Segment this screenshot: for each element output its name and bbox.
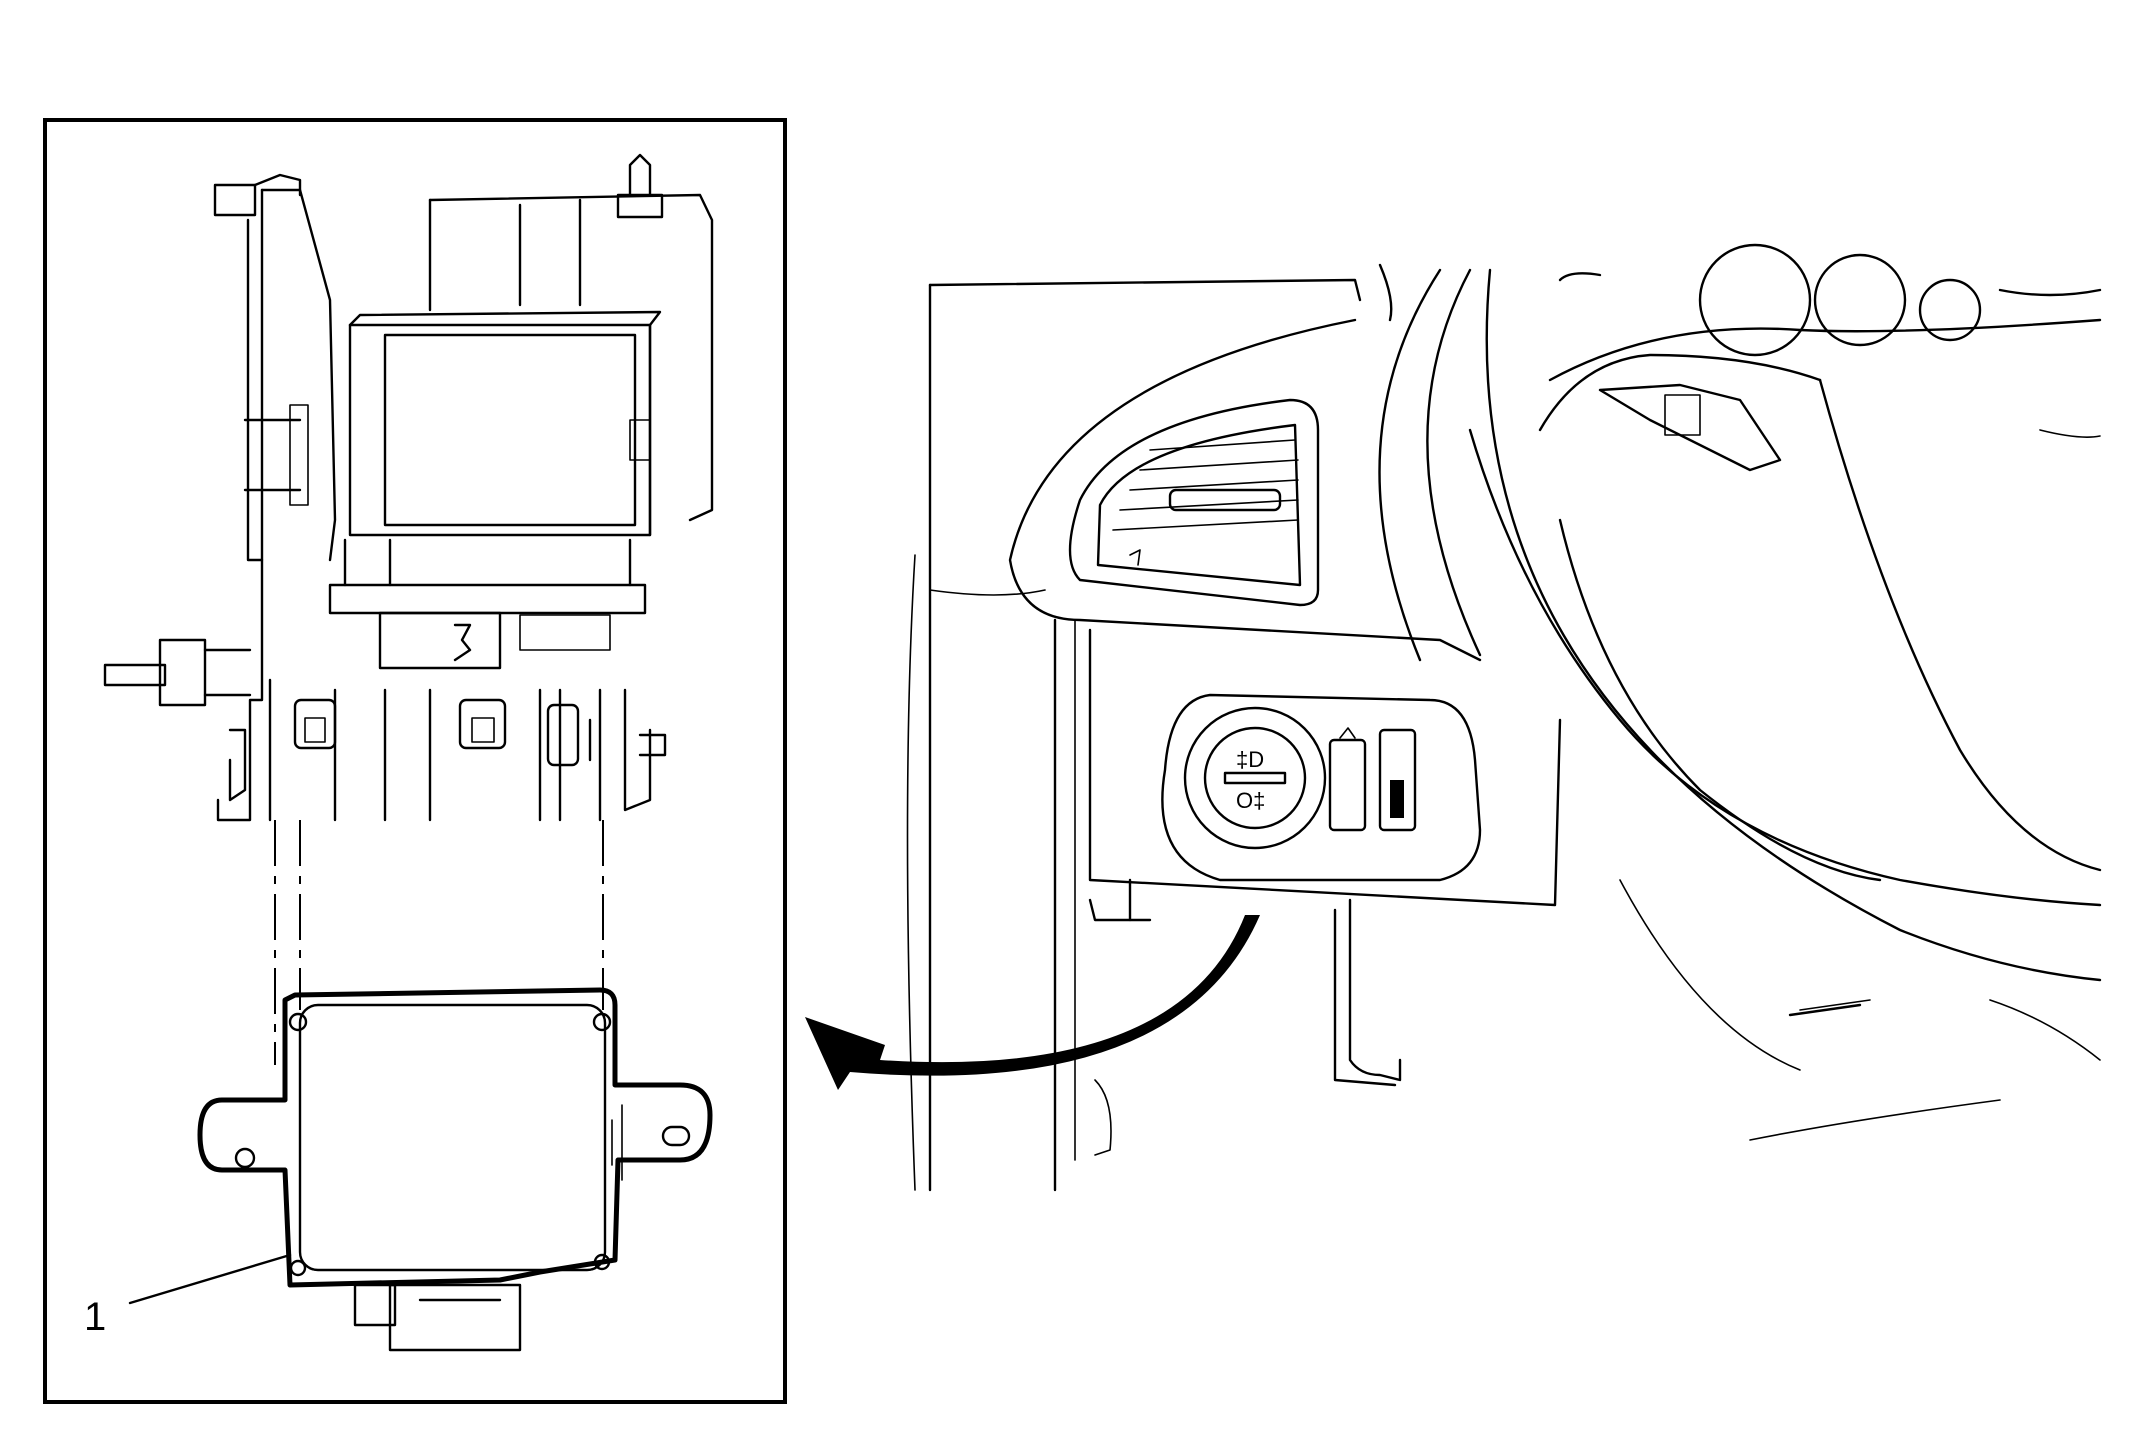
removal-arrow [805,915,1260,1090]
inset-frame [43,118,787,1404]
steering-wheel [1468,243,2102,1141]
leveling-wheel [1378,728,1417,832]
switch-panel: ‡D O‡ [1088,628,1562,907]
callout-1: 1 [84,1253,292,1339]
callout-1-leader [128,1253,292,1305]
dimmer-wheel [1328,738,1367,832]
air-vent [1068,398,1320,607]
detail-inset: 1 [43,118,787,1404]
module [197,987,713,1352]
headlamp-knob [1203,726,1307,830]
alignment-lines [274,820,604,1065]
headlamp-knob-outer [1183,706,1327,850]
fog-rear-symbol: O‡ [1236,788,1265,813]
fog-front-symbol: ‡D [1236,747,1264,772]
column-bracket [103,153,714,822]
instrument-panel-view: ‡D O‡ [906,243,2102,1192]
callout-1-label: 1 [84,1295,106,1339]
